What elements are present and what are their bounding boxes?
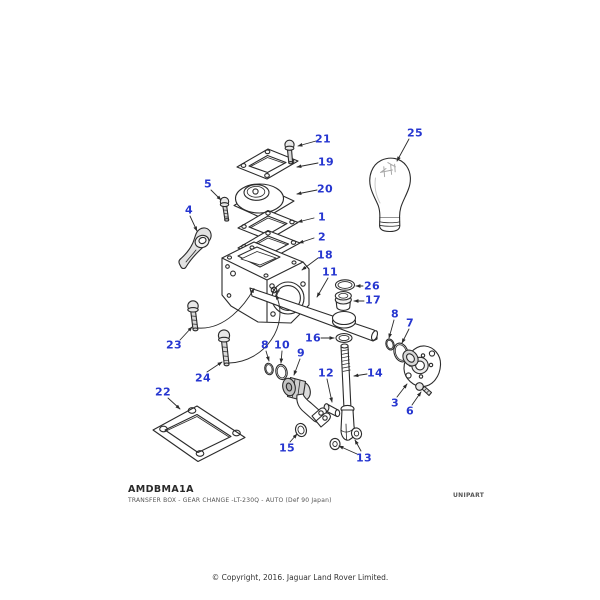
callout-17-11[interactable]: 17	[365, 293, 381, 307]
part-gear-knob-25[interactable]	[369, 157, 411, 233]
part-bolt-5[interactable]	[219, 196, 230, 222]
callout-10-16[interactable]: 10	[274, 338, 290, 352]
callout-2-7[interactable]: 2	[318, 230, 326, 244]
part-bush-17[interactable]	[334, 291, 352, 311]
part-oring-8-right[interactable]	[384, 338, 395, 351]
part-clevis-rollers-13[interactable]	[329, 427, 363, 451]
part-oring-26[interactable]	[334, 279, 356, 291]
part-dome-cover-20[interactable]	[233, 183, 295, 220]
callout-5-4[interactable]: 5	[204, 177, 212, 191]
callout-4-5[interactable]: 4	[185, 203, 193, 217]
part-oring-10[interactable]	[274, 363, 288, 381]
callout-15-25[interactable]: 15	[279, 441, 295, 455]
part-washer-15[interactable]	[294, 422, 308, 438]
leader-lines	[167, 138, 422, 455]
part-flange-3[interactable]	[400, 345, 442, 388]
callout-6-24[interactable]: 6	[406, 404, 414, 418]
callout-11-9[interactable]: 11	[322, 265, 338, 279]
part-bolt-23[interactable]	[187, 300, 199, 332]
callout-8-12[interactable]: 8	[391, 307, 399, 321]
callout-18-8[interactable]: 18	[317, 248, 333, 262]
callout-13-26[interactable]: 13	[356, 451, 372, 465]
copyright-line: © Copyright, 2016. Jaguar Land Rover Lim…	[211, 573, 389, 582]
guide-curves	[197, 288, 281, 364]
plate-info: AMDBMA1A TRANSFER BOX - GEAR CHANGE -LT-…	[128, 484, 332, 504]
part-gasket-19[interactable]	[236, 148, 299, 180]
callout-22-22[interactable]: 22	[155, 385, 171, 399]
callout-24-21[interactable]: 24	[195, 371, 211, 385]
callout-16-14[interactable]: 16	[305, 331, 321, 345]
part-bolt-21[interactable]	[284, 139, 295, 165]
callout-26-10[interactable]: 26	[364, 279, 380, 293]
part-oring-8-left[interactable]	[264, 362, 275, 376]
part-lever-9[interactable]	[281, 376, 331, 428]
part-lever-4[interactable]	[178, 227, 212, 270]
brand-label: UNIPART	[453, 492, 485, 499]
shift-pattern-engraving	[380, 162, 396, 178]
callout-25-3[interactable]: 25	[407, 126, 423, 140]
callout-14-20[interactable]: 14	[367, 366, 383, 380]
callout-1-6[interactable]: 1	[318, 210, 326, 224]
callout-12-19[interactable]: 12	[318, 366, 334, 380]
callout-8-15[interactable]: 8	[261, 338, 269, 352]
part-gasket-22[interactable]	[152, 405, 246, 463]
callout-7-13[interactable]: 7	[406, 316, 414, 330]
plate-description: TRANSFER BOX - GEAR CHANGE -LT-230Q - AU…	[128, 496, 332, 504]
callout-23-18[interactable]: 23	[166, 338, 182, 352]
part-washer-16[interactable]	[335, 333, 353, 343]
part-shaft-collar	[331, 310, 357, 329]
part-gasket-1[interactable]	[237, 209, 299, 241]
part-pin-12[interactable]	[323, 403, 341, 418]
plate-code: AMDBMA1A	[128, 484, 194, 495]
callout-20-2[interactable]: 20	[317, 182, 333, 196]
callout-9-17[interactable]: 9	[297, 346, 305, 360]
callout-3-23[interactable]: 3	[391, 396, 399, 410]
callout-19-1[interactable]: 19	[318, 155, 334, 169]
part-bolt-24[interactable]	[217, 329, 231, 367]
part-bolt-6[interactable]	[415, 382, 433, 397]
callout-21-0[interactable]: 21	[315, 132, 331, 146]
